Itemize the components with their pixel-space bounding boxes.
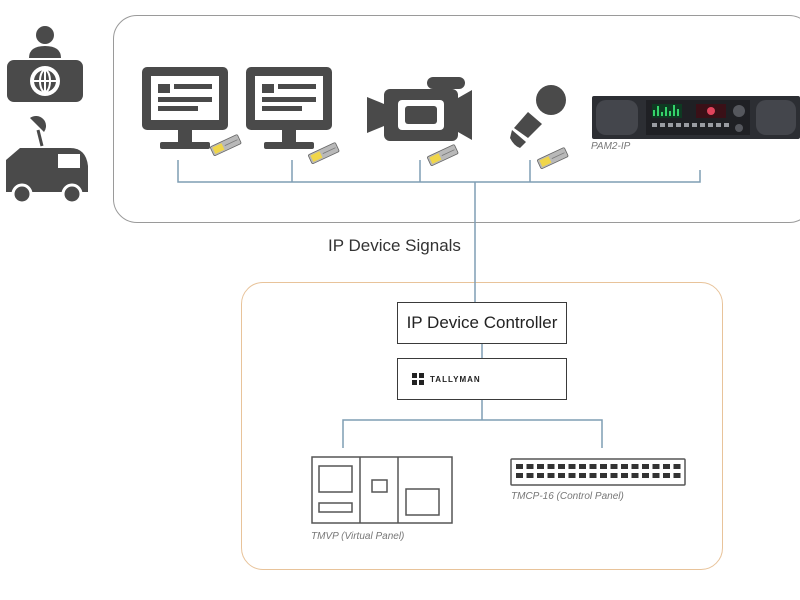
panel-button xyxy=(621,473,628,478)
panel-button xyxy=(558,464,565,469)
ip-device-controller-label: IP Device Controller xyxy=(406,313,558,332)
connector-lines xyxy=(177,160,701,448)
sfp-module-icon xyxy=(308,142,340,164)
tmvp-label: TMVP (Virtual Panel) xyxy=(311,531,405,542)
panel-button xyxy=(579,473,586,478)
panel-button xyxy=(642,464,649,469)
panel-button xyxy=(631,464,639,469)
sfp-module-icon xyxy=(427,144,459,166)
panel-button xyxy=(652,464,660,469)
panel-button xyxy=(579,464,586,469)
ip-devices-group xyxy=(113,15,800,223)
panel-button xyxy=(673,464,681,469)
tmcp-16-label: TMCP-16 (Control Panel) xyxy=(511,491,624,502)
panel-button xyxy=(537,464,544,469)
tmvp-virtual-panel-icon xyxy=(311,456,453,524)
tallyman-wordmark: TALLYMAN xyxy=(430,374,481,384)
monitor-icon xyxy=(246,67,332,149)
ip-device-signals-label: IP Device Signals xyxy=(328,236,461,255)
panel-button xyxy=(526,473,534,478)
panel-button xyxy=(589,473,597,478)
panel-button xyxy=(600,473,607,478)
panel-button xyxy=(621,464,628,469)
tallyman-box: TALLYMAN xyxy=(397,358,567,400)
panel-button xyxy=(558,473,565,478)
panel-button xyxy=(589,464,597,469)
panel-button xyxy=(673,473,681,478)
panel-button xyxy=(663,473,670,478)
tallyman-logo-icon xyxy=(412,373,424,385)
panel-button xyxy=(547,473,555,478)
tmcp-16-control-panel-icon xyxy=(510,458,686,486)
panel-button xyxy=(526,464,534,469)
panel-button xyxy=(516,473,523,478)
ip-device-controller-box: IP Device Controller xyxy=(397,302,567,344)
panel-button xyxy=(516,464,523,469)
pam2-ip-rack-unit xyxy=(592,96,800,139)
panel-button xyxy=(547,464,555,469)
panel-button xyxy=(642,473,649,478)
sfp-module-icon xyxy=(210,134,242,156)
panel-button xyxy=(631,473,639,478)
sfp-module-icon xyxy=(537,147,569,169)
panel-button xyxy=(568,473,576,478)
tallyman-system-group xyxy=(241,282,723,570)
microphone-icon xyxy=(510,85,566,148)
panel-button xyxy=(610,473,618,478)
satellite-van-icon xyxy=(6,116,88,205)
pam2-ip-label: PAM2-IP xyxy=(591,141,631,152)
panel-button xyxy=(663,464,670,469)
broadcaster-globe-icon xyxy=(7,26,83,102)
video-camera-icon xyxy=(367,77,472,141)
monitor-icon xyxy=(142,67,228,149)
panel-button xyxy=(652,473,660,478)
panel-button xyxy=(600,464,607,469)
panel-button xyxy=(537,473,544,478)
panel-button xyxy=(568,464,576,469)
panel-button xyxy=(610,464,618,469)
